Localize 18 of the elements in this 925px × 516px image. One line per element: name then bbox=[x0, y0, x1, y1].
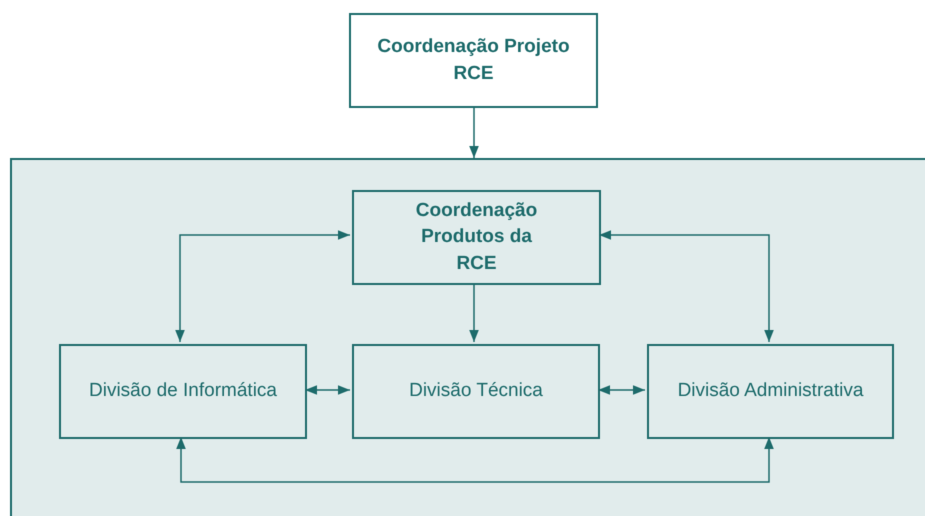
connector-arrow bbox=[599, 230, 774, 342]
process-box bbox=[352, 344, 600, 439]
node-label: Divisão de Informática bbox=[89, 379, 277, 404]
process-box bbox=[59, 344, 307, 439]
title-box bbox=[349, 13, 598, 108]
group-panel bbox=[10, 158, 925, 516]
node-label: Coordenação Projeto RCE bbox=[376, 34, 571, 86]
process-box bbox=[352, 190, 601, 285]
connector-arrow bbox=[175, 230, 350, 342]
connector-arrow bbox=[598, 385, 645, 395]
connector-arrow bbox=[469, 283, 479, 342]
connector-arrow bbox=[305, 385, 350, 395]
connector-arrow bbox=[176, 437, 774, 483]
node-label: Coordenação Produtos da RCE bbox=[414, 198, 538, 276]
node-label: Divisão Técnica bbox=[409, 379, 543, 404]
process-box bbox=[647, 344, 894, 439]
connector-arrow bbox=[469, 108, 479, 158]
node-label: Divisão Administrativa bbox=[678, 379, 864, 404]
